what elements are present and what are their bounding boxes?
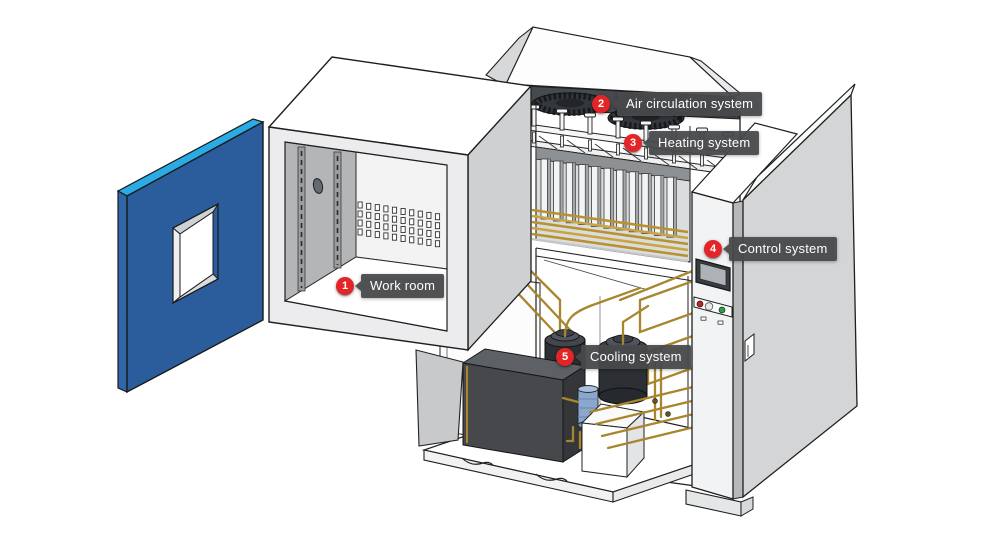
callout-cooling-system: 5 Cooling system	[556, 345, 691, 369]
cabinet-door	[742, 83, 858, 499]
shelf-rail	[297, 146, 342, 292]
cabinet-base-side	[740, 496, 754, 517]
lower-side-panel	[415, 349, 464, 447]
callout-control-system: 4 Control system	[704, 237, 837, 261]
control-cabinet	[685, 83, 858, 517]
callout-pointer	[723, 244, 729, 254]
callout-pointer	[611, 99, 617, 109]
callout-air-circulation-system: 2 Air circulation system	[592, 92, 763, 116]
viewing-window	[172, 202, 220, 305]
callout-label: Air circulation system	[617, 92, 763, 116]
callout-heating-system: 3 Heating system	[624, 131, 760, 155]
chamber-door	[116, 118, 265, 394]
callout-badge: 3	[624, 134, 642, 152]
toggle-switch	[700, 316, 707, 321]
callout-work-room: 1 Work room	[336, 274, 445, 298]
gauge-dial	[704, 302, 714, 311]
callout-label: Heating system	[649, 131, 760, 155]
callout-pointer	[643, 138, 649, 148]
callout-badge: 2	[592, 95, 610, 113]
toggle-switch	[717, 320, 724, 325]
start-button	[718, 306, 726, 314]
callout-badge: 4	[704, 240, 722, 258]
heat-exchanger	[531, 100, 691, 263]
door-handle	[744, 332, 755, 363]
callout-pointer	[575, 352, 581, 362]
work-room-chamber	[267, 56, 533, 352]
exchanger-tubes	[531, 208, 689, 263]
control-screen	[695, 258, 731, 292]
cable-port	[312, 178, 324, 194]
stop-button	[696, 300, 704, 308]
callout-badge: 5	[556, 348, 574, 366]
callout-label: Cooling system	[581, 345, 691, 369]
control-buttons	[693, 296, 733, 325]
callout-pointer	[355, 281, 361, 291]
callout-badge: 1	[336, 277, 354, 295]
callout-label: Control system	[729, 237, 837, 261]
callout-label: Work room	[361, 274, 445, 298]
chamber-interior	[283, 141, 448, 332]
